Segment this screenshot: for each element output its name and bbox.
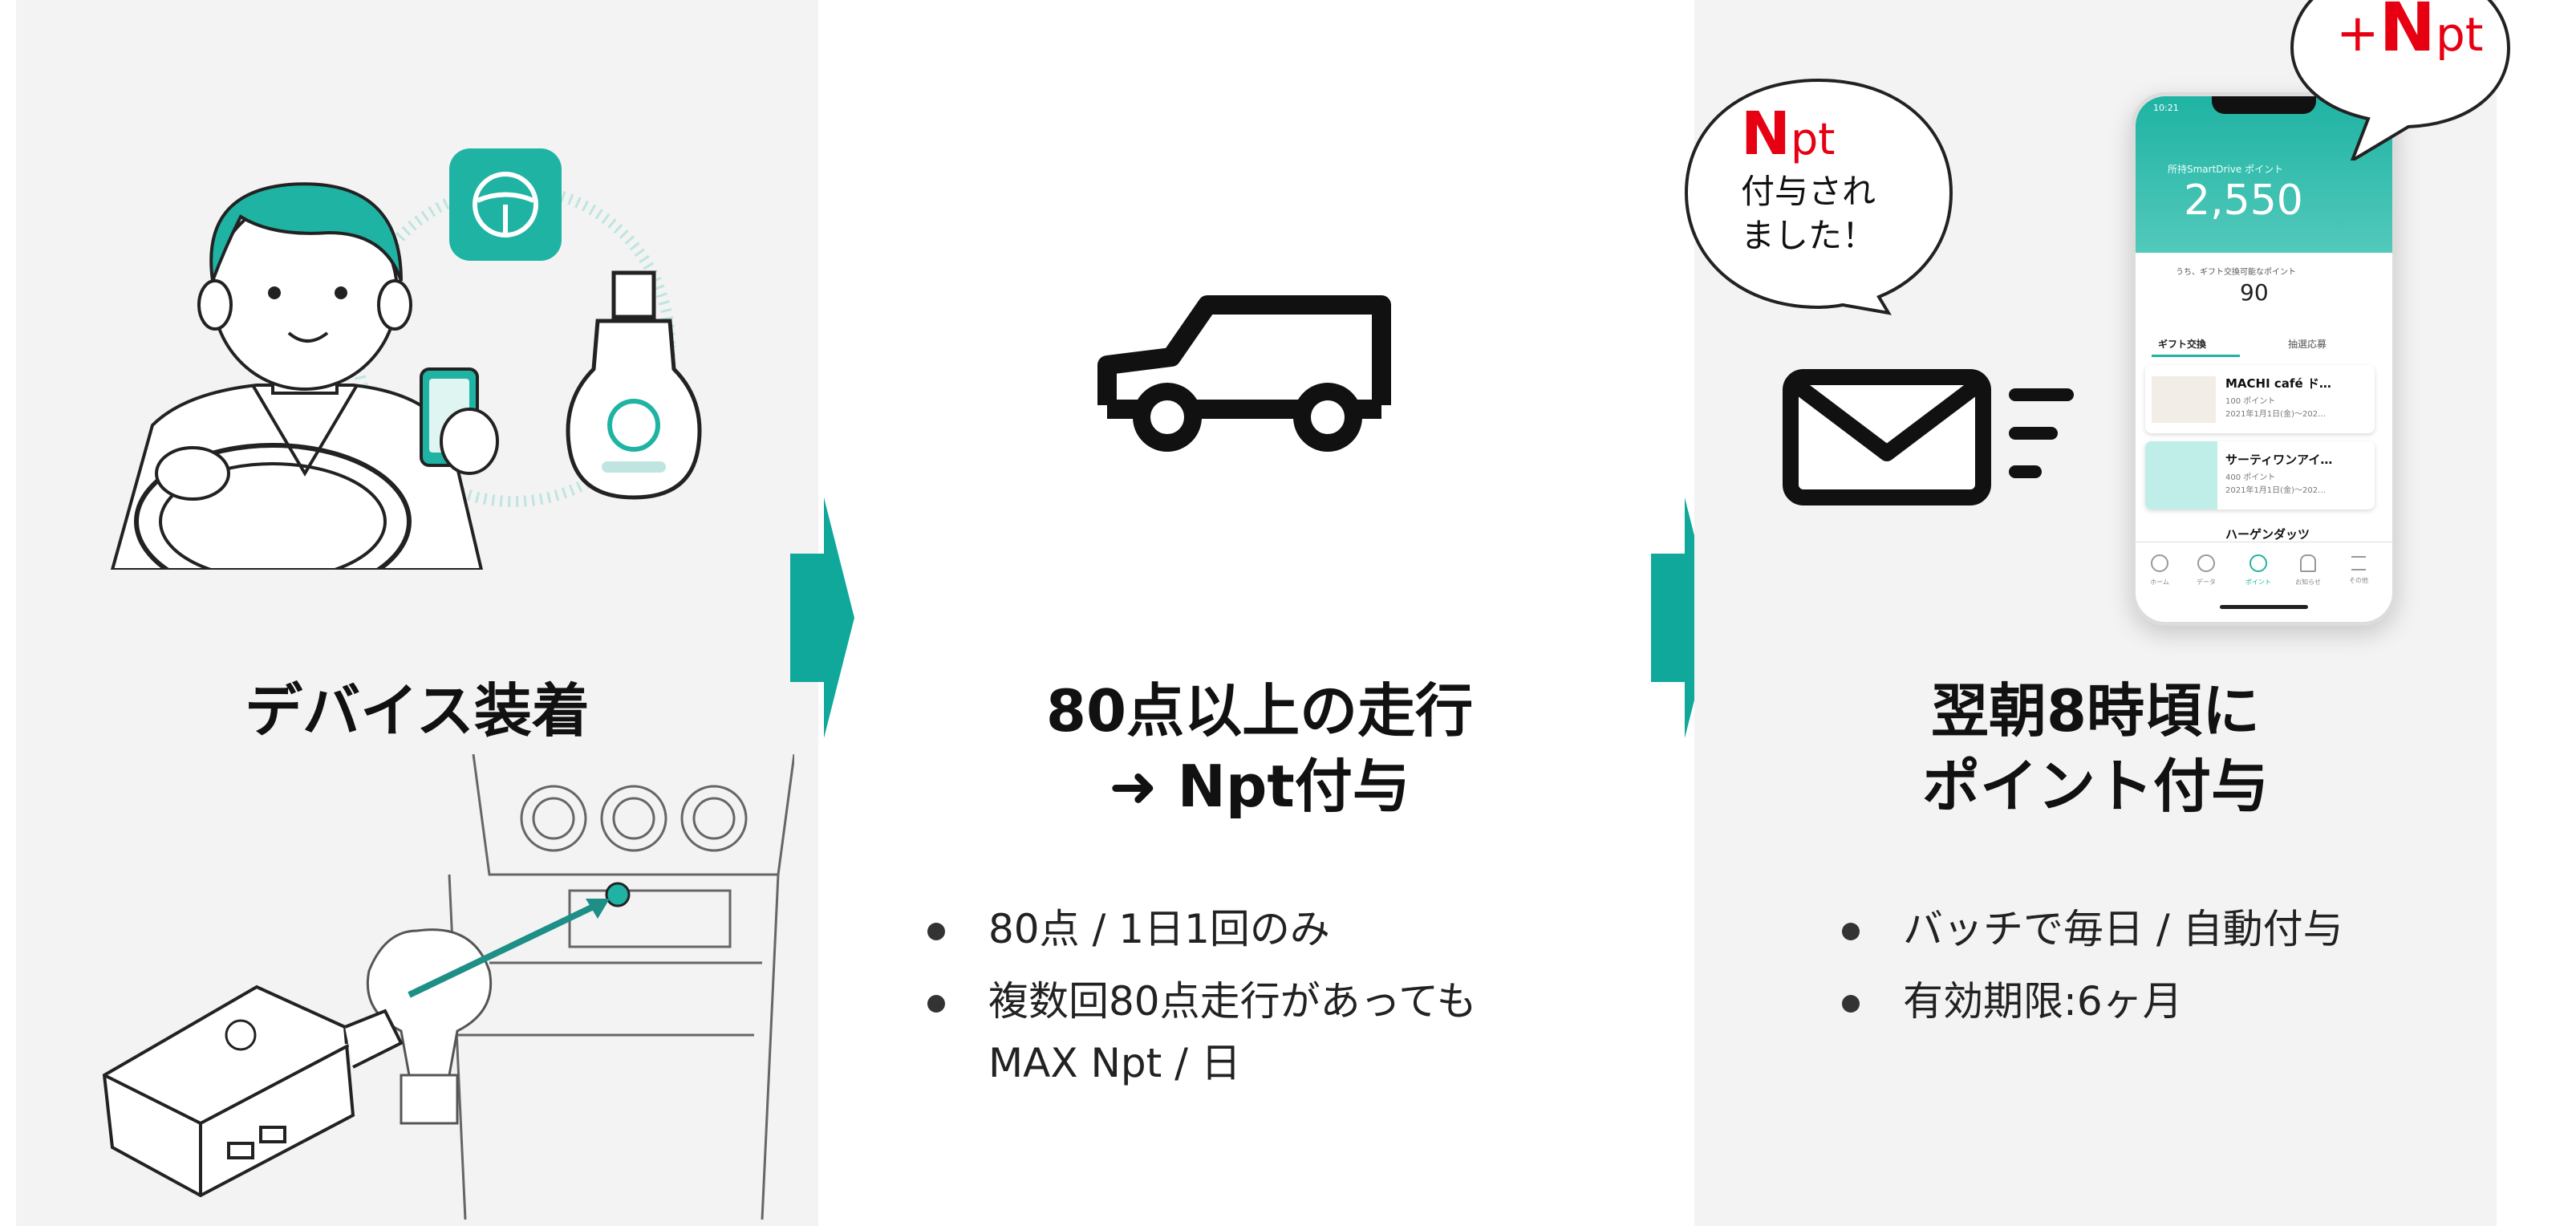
car-console-illustration [366, 754, 794, 1220]
tab-lottery[interactable]: 抽選応募 [2288, 339, 2327, 350]
bubble-left-text: Npt 付与され ました！ [1741, 99, 1876, 255]
phone-time: 10:21 [2153, 103, 2179, 113]
phone-header [2136, 96, 2392, 253]
home-indicator [2220, 605, 2308, 609]
step1-title: デバイス装着 [245, 677, 590, 745]
list-item: 複数回80点走行があっても MAX Npt / 日 [923, 971, 1645, 1095]
step2-title: 80点以上の走行 ➜ Npt付与 [858, 674, 1661, 824]
step2-title-line1: 80点以上の走行 [1045, 677, 1474, 745]
speech-bubble-left [1684, 78, 1953, 315]
gift-value: 90 [2240, 279, 2269, 306]
driver-illustration [110, 148, 675, 570]
mail-icon [1783, 369, 1991, 505]
coffee-thumbnail [2152, 376, 2216, 423]
obd-device-icon [102, 984, 404, 1198]
list-item[interactable]: ハーゲンダッツ [2145, 518, 2375, 542]
list-item: バッチで毎日 / 自動付与 [1837, 899, 2479, 961]
step3-title-line1: 翌朝8時頃に [1930, 677, 2261, 745]
balance-value: 2,550 [2184, 177, 2303, 225]
nav-item-home[interactable]: ホーム [2144, 554, 2176, 587]
car-charger-device-icon [566, 270, 702, 500]
nav-item-point[interactable]: ポイント [2240, 554, 2277, 587]
step3-title-line2: ポイント付与 [1921, 752, 2269, 820]
gift-label: うち、ギフト交換可能なポイント [2176, 268, 2296, 277]
nav-item-other[interactable]: その他 [2341, 554, 2376, 586]
phone-notch [2212, 96, 2316, 114]
list-item[interactable]: MACHI café ド… 100 ポイント 2021年1月1日(金)〜202… [2145, 365, 2375, 433]
step2-bullets: 80点 / 1日1回のみ 複数回80点走行があっても MAX Npt / 日 [923, 899, 1645, 1105]
nav-item-data[interactable]: データ [2190, 554, 2222, 587]
list-item: 有効期限:6ヶ月 [1837, 971, 2479, 1033]
step3-title: 翌朝8時頃に ポイント付与 [1694, 674, 2497, 824]
bubble-right-text: +Npt [2336, 0, 2484, 67]
icecream-thumbnail [2145, 441, 2217, 509]
tab-underline [2152, 355, 2240, 357]
bottom-nav: ホーム データ ポイント お知らせ その他 [2136, 542, 2392, 622]
chevron-right-icon [790, 497, 854, 738]
nav-item-notice[interactable]: お知らせ [2290, 554, 2327, 587]
step3-bullets: バッチで毎日 / 自動付与 有効期限:6ヶ月 [1837, 899, 2479, 1042]
tab-gift[interactable]: ギフト交換 [2158, 339, 2207, 350]
list-item[interactable]: サーティワンアイ… 400 ポイント 2021年1月1日(金)〜202… [2145, 441, 2375, 509]
step2-title-line2: ➜ Npt付与 [1109, 752, 1410, 820]
car-icon [1097, 295, 1391, 452]
balance-label: 所持SmartDrive ポイント [2168, 164, 2284, 175]
speed-lines-icon [2009, 388, 2074, 478]
speech-bubble-right [2290, 0, 2511, 160]
step1-panel: デバイス装着 [16, 0, 818, 1226]
smartphone-mockup: 10:21 所持SmartDrive ポイント 2,550 うち、ギフト交換可能… [2132, 92, 2396, 626]
list-item: 80点 / 1日1回のみ [923, 899, 1645, 961]
step3-panel: Npt 付与され ました！ 10:21 所持SmartDrive ポイント 2,… [1684, 0, 2511, 1226]
